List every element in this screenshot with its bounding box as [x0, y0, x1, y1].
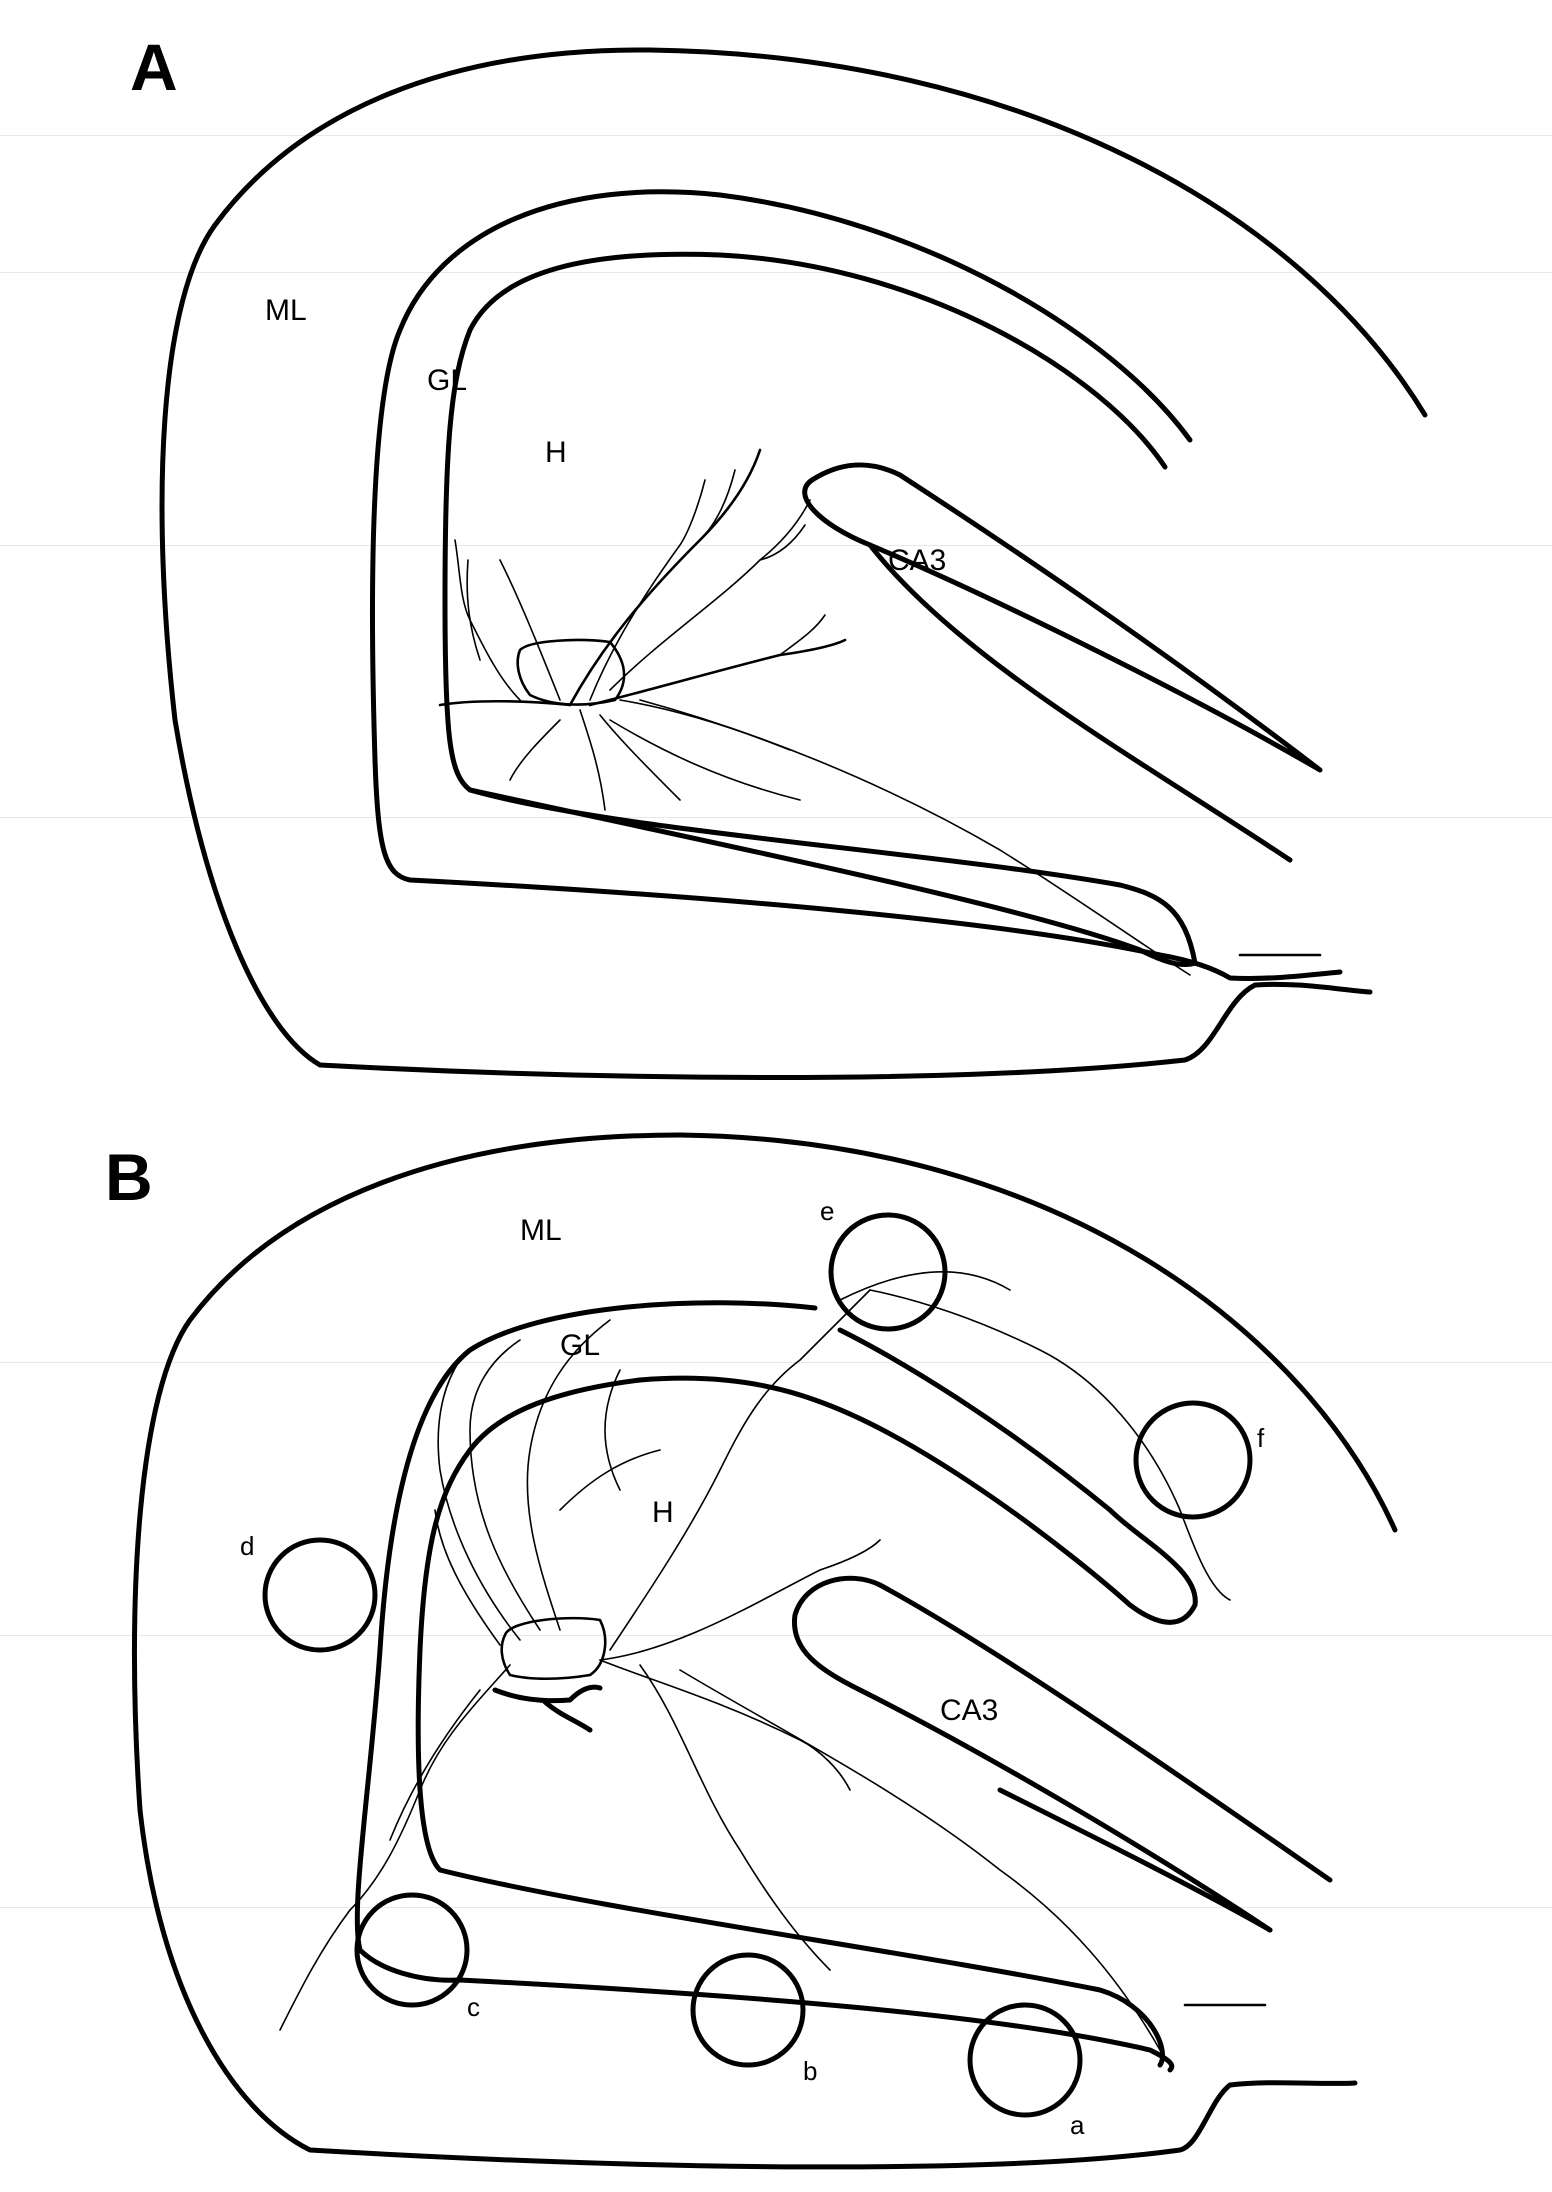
ruled-line: [0, 1907, 1552, 1908]
site-label-a: a: [1070, 2110, 1085, 2140]
panel-b: B: [0, 1090, 1552, 2192]
cell-dendrite-stub: [492, 1684, 603, 1733]
site-label-b: b: [803, 2056, 817, 2086]
cell-soma: [500, 1616, 607, 1681]
recording-site-d: [262, 1537, 378, 1653]
site-label-c: c: [467, 1992, 480, 2022]
ruled-line: [0, 1635, 1552, 1636]
recording-site-e: [828, 1212, 948, 1332]
recording-site-b: [690, 1952, 806, 2068]
hilus-boundary: [442, 251, 1198, 967]
ca3-layer: [802, 462, 1323, 773]
label-granule-layer: GL: [427, 364, 467, 397]
label-molecular-layer: ML: [520, 1214, 562, 1247]
site-label-d: d: [240, 1531, 254, 1561]
recording-site-a: [967, 2002, 1083, 2118]
label-hilus: H: [545, 436, 567, 469]
ruled-line: [0, 817, 1552, 818]
panel-b-drawing: B: [105, 1132, 1398, 2170]
molecular-layer-outer-boundary: [131, 1132, 1398, 2170]
granule-layer-lower-contour: [357, 1947, 1175, 2073]
site-label-e: e: [820, 1196, 834, 1226]
ca3-layer-lower: [867, 542, 1293, 863]
label-granule-layer: GL: [560, 1329, 600, 1362]
ruled-line: [0, 1362, 1552, 1363]
site-label-f: f: [1257, 1423, 1265, 1453]
recording-site-c: [354, 1892, 470, 2008]
panel-letter: B: [105, 1140, 153, 1214]
panel-letter: A: [130, 30, 178, 104]
ca3-layer: [791, 1575, 1333, 1933]
panel-a: A: [0, 0, 1552, 1090]
ruled-line: [0, 135, 1552, 136]
granule-layer-outer-contour: [354, 1300, 818, 1953]
dendritic-tree: [438, 448, 847, 811]
cell-soma: [516, 638, 626, 706]
label-ca3: CA3: [888, 544, 946, 577]
ca3-layer-lower: [997, 1787, 1273, 1933]
granule-layer-outer-contour: [370, 189, 1343, 981]
ruled-line: [0, 272, 1552, 273]
axon: [639, 699, 1191, 976]
dentate-upper-blade: [415, 1327, 1198, 2068]
label-molecular-layer: ML: [265, 294, 307, 327]
panel-a-drawing: A: [130, 30, 1428, 1080]
label-hilus: H: [652, 1496, 674, 1529]
label-ca3: CA3: [940, 1694, 998, 1727]
axonal-arbor: [279, 1271, 1231, 2051]
recording-site-f: [1133, 1400, 1253, 1520]
molecular-layer-outer-boundary: [159, 47, 1428, 1080]
